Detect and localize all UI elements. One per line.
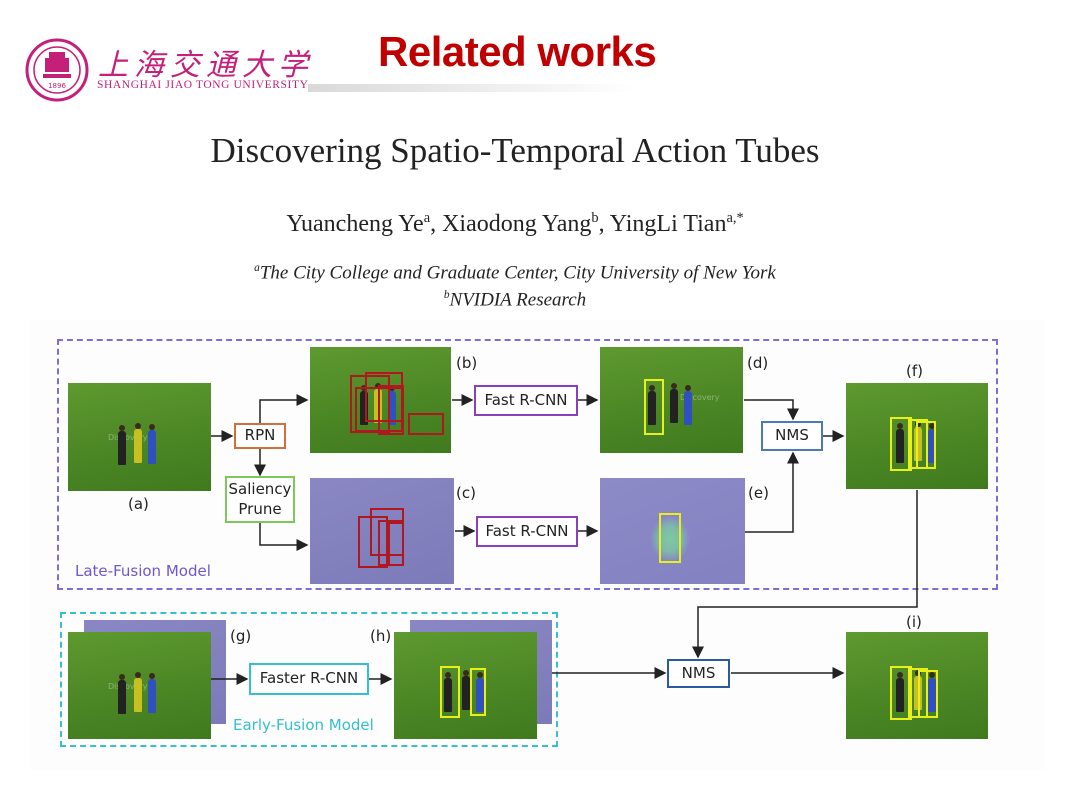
panel-d-image: Discovery [600,347,743,453]
seal-year: 1896 [48,82,66,90]
panel-label-g: (g) [230,627,252,645]
panel-label-b: (b) [456,354,478,372]
panel-c-image [310,478,454,584]
author-name: Xiaodong Yang [442,211,592,237]
late-fusion-label: Late-Fusion Model [75,562,211,580]
fast-rcnn-top-box: Fast R-CNN [474,385,578,416]
paper-authors: Yuancheng Yea, Xiaodong Yangb, YingLi Ti… [286,210,744,237]
header-divider [308,84,638,92]
aff-sup: a [254,262,260,274]
aff-text: NVIDIA Research [449,289,587,311]
author-sup: a,* [726,210,744,226]
early-fusion-box [60,612,558,747]
panel-h-image [394,632,537,739]
panel-label-e: (e) [748,484,769,502]
panel-b-image [310,347,451,453]
panel-g-image: Discovery [68,632,211,739]
panel-e-image [600,478,745,584]
author-name: YingLi Tian [609,211,727,237]
panel-label-d: (d) [747,354,769,372]
panel-label-c: (c) [456,484,476,502]
university-name-cn: 上海交通大学 [98,48,314,83]
nms-late-box: NMS [761,421,823,451]
panel-label-a: (a) [128,495,149,513]
saliency-label: Saliency [228,480,292,498]
panel-i-image [846,632,988,739]
university-name-en: SHANGHAI JIAO TONG UNIVERSITY [97,79,309,91]
panel-label-f: (f) [906,362,923,380]
slide-title: Related works [378,28,657,75]
affiliation-a: aThe City College and Graduate Center, C… [0,262,1030,284]
aff-text: The City College and Graduate Center, Ci… [259,262,776,284]
nms-final-box: NMS [667,659,730,688]
university-logo: 1896 [25,38,89,102]
affiliation-b: bNVIDIA Research [0,289,1030,311]
panel-label-i: (i) [906,613,922,631]
paper-title: Discovering Spatio-Temporal Action Tubes [210,131,820,170]
author-sup: a [423,210,431,226]
panel-label-h: (h) [370,627,392,645]
faster-rcnn-box: Faster R-CNN [249,663,369,695]
panel-f-image [846,383,988,489]
late-fusion-box [57,339,998,590]
rpn-box: RPN [234,423,286,449]
prune-label: Prune [238,499,282,518]
author-sup: b [591,210,599,226]
early-fusion-label: Early-Fusion Model [233,716,374,734]
aff-sup: b [443,289,450,301]
fast-rcnn-bottom-box: Fast R-CNN [476,516,578,547]
saliency-prune-box: Saliency Prune [225,476,295,523]
author-name: Yuancheng Ye [286,211,424,237]
panel-a-image: Discovery [68,383,211,491]
